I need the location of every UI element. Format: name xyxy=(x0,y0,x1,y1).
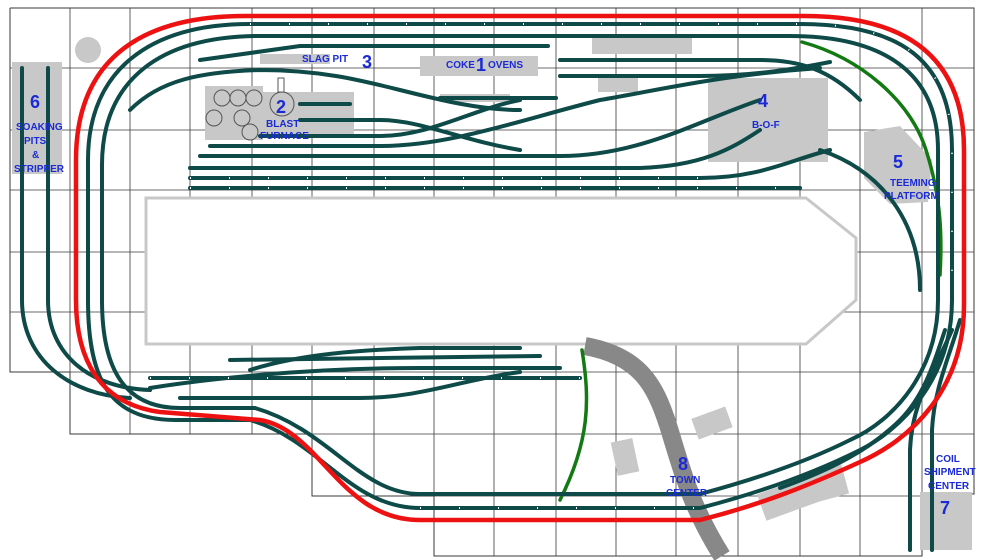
station-1-label-line2: OVENS xyxy=(488,60,523,71)
station-1-label-line1: COKE xyxy=(446,60,475,71)
red-mainline xyxy=(73,13,967,523)
station-6-label-line4: STRIPPER xyxy=(14,164,65,175)
coil-shipment-building xyxy=(920,492,972,550)
tank-building xyxy=(75,37,101,63)
green-sidings xyxy=(558,40,943,502)
station-2-number: 2 xyxy=(276,97,286,117)
station-6-number: 6 xyxy=(30,92,40,112)
upper-small-building xyxy=(598,74,638,92)
station-2-label-line1: BLAST xyxy=(266,119,299,130)
station-6-label-line1: SOAKING xyxy=(16,122,63,133)
station-3-label-line1: SLAG PIT xyxy=(302,54,348,65)
station-8-label-line2: CENTER xyxy=(666,488,708,499)
operating-pit xyxy=(144,196,858,346)
coke-ovens-building xyxy=(420,56,538,76)
station-7-label-line3: CENTER xyxy=(928,481,970,492)
station-5-number: 5 xyxy=(893,152,903,172)
teeming-platform-building xyxy=(864,126,932,204)
station-6-label-line2: PITS xyxy=(24,136,47,147)
dark-track xyxy=(20,22,962,552)
slag-pit-building xyxy=(260,54,330,64)
blast-furnace-building xyxy=(205,86,263,140)
town-building-1 xyxy=(691,406,733,440)
station-labels: 1 COKE OVENS 2 BLAST FURNACE 3 SLAG PIT … xyxy=(14,52,976,518)
station-1-number: 1 xyxy=(476,55,486,75)
blast-furnace-annex xyxy=(262,92,354,134)
station-4-label-line1: B-O-F xyxy=(752,120,780,131)
station-5-label-line2: PLATFORM xyxy=(884,191,939,202)
station-8-label-line1: TOWN xyxy=(670,475,700,486)
station-5-label-line1: TEEMING xyxy=(890,178,936,189)
station-8-number: 8 xyxy=(678,454,688,474)
upper-building xyxy=(592,38,692,54)
station-7-label-line1: COIL xyxy=(936,454,960,465)
blast-furnace-stoves xyxy=(205,77,295,141)
station-3-number: 3 xyxy=(362,52,372,72)
station-6-label-line3: & xyxy=(32,150,39,161)
station-7-number: 7 xyxy=(940,498,950,518)
town-building-2 xyxy=(610,438,640,476)
road xyxy=(583,337,730,560)
station-4-number: 4 xyxy=(758,91,768,111)
station-2-label-line2: FURNACE xyxy=(260,131,309,142)
station-7-label-line2: SHIPMENT xyxy=(924,467,976,478)
